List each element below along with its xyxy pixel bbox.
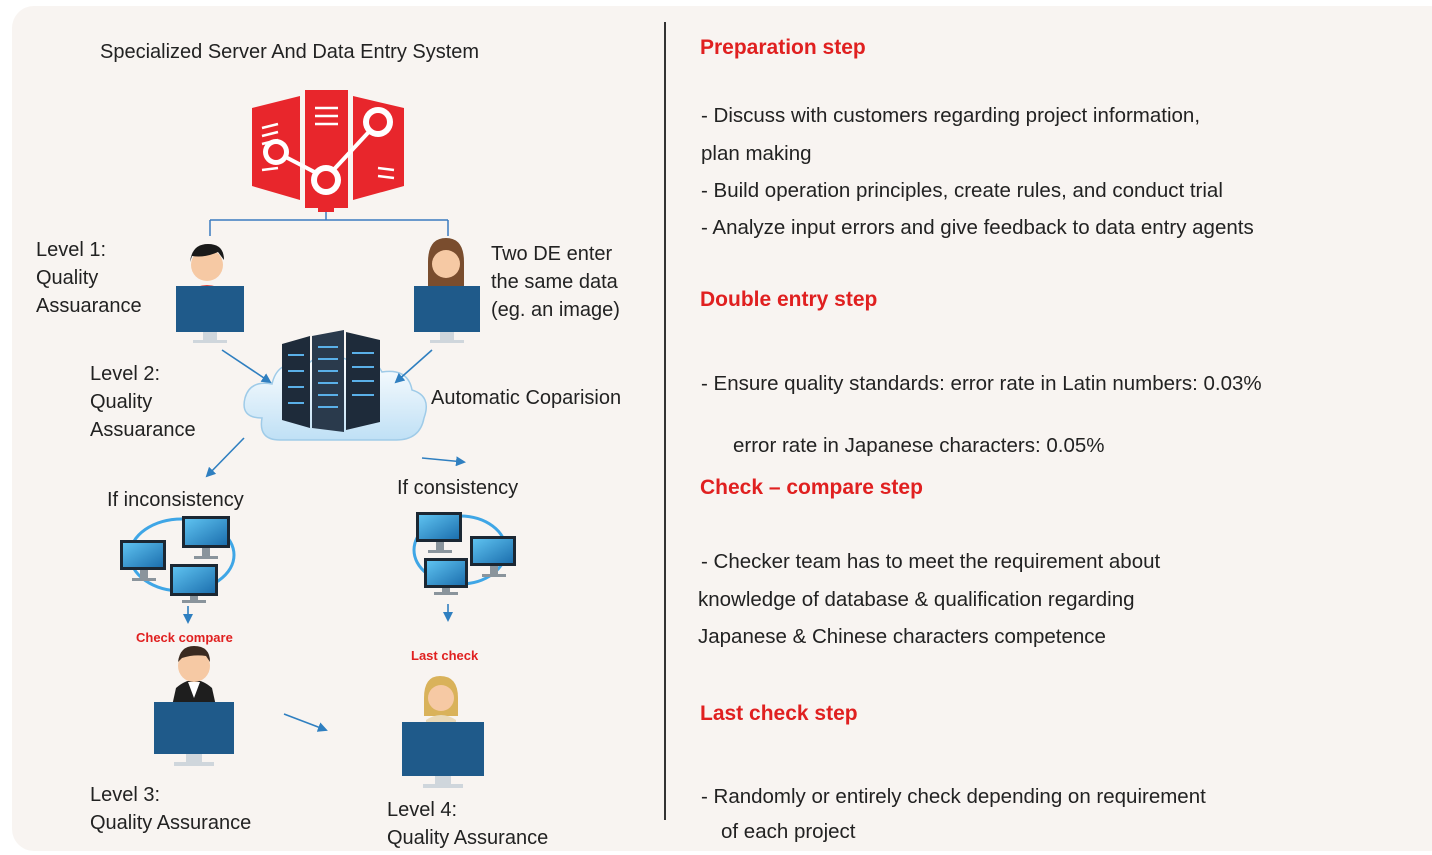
preparation-line-4: - Analyze input errors and give feedback… xyxy=(701,216,1254,239)
level3-label: Level 3: Quality Assurance xyxy=(90,784,252,834)
data-entry-agent-2 xyxy=(414,238,480,343)
diagram-title: Specialized Server And Data Entry System xyxy=(100,41,480,63)
data-entry-agent-1 xyxy=(176,244,244,343)
double-entry-step-title: Double entry step xyxy=(700,288,878,311)
last-checker-agent xyxy=(402,676,484,788)
level4-label: Level 4: Quality Assurance xyxy=(387,799,549,849)
red-server-network-icon xyxy=(252,90,404,212)
preparation-line-3: - Build operation principles, create rul… xyxy=(701,179,1223,202)
flow-arrows xyxy=(183,349,466,732)
last-check-step-title: Last check step xyxy=(700,702,858,725)
check-compare-line-3: Japanese & Chinese characters competence xyxy=(698,625,1106,648)
last-check-line-2: of each project xyxy=(721,820,856,843)
level1-label: Level 1: Quality Assuarance xyxy=(36,239,142,317)
two-de-label: Two DE enter the same data (eg. an image… xyxy=(491,243,620,321)
check-compare-label: Check compare xyxy=(136,630,233,645)
computer-cluster-icon-left xyxy=(120,516,236,603)
double-entry-line-2: error rate in Japanese characters: 0.05% xyxy=(733,434,1105,457)
last-check-label: Last check xyxy=(411,648,479,663)
computer-cluster-icon-right xyxy=(412,512,516,595)
check-compare-line-2: knowledge of database & qualification re… xyxy=(698,588,1135,611)
last-check-line-1: - Randomly or entirely check depending o… xyxy=(701,785,1206,808)
automatic-comparison-label: Automatic Coparision xyxy=(431,387,622,409)
server-cloud-icon xyxy=(243,330,427,441)
check-compare-step-title: Check – compare step xyxy=(700,476,923,499)
preparation-line-1: - Discuss with customers regarding proje… xyxy=(701,104,1201,127)
if-consistency-label: If consistency xyxy=(397,477,519,499)
check-compare-line-1: - Checker team has to meet the requireme… xyxy=(701,550,1161,573)
double-entry-line-1: - Ensure quality standards: error rate i… xyxy=(701,372,1262,395)
connector-lines xyxy=(209,212,449,236)
background-card xyxy=(12,6,1432,851)
vertical-divider xyxy=(664,22,666,820)
preparation-line-2: plan making xyxy=(701,142,812,165)
checker-agent xyxy=(154,646,234,766)
if-inconsistency-label: If inconsistency xyxy=(107,489,244,511)
workflow-diagram xyxy=(120,90,516,788)
preparation-step-title: Preparation step xyxy=(700,36,866,59)
level2-label: Level 2: Quality Assuarance xyxy=(90,363,196,441)
